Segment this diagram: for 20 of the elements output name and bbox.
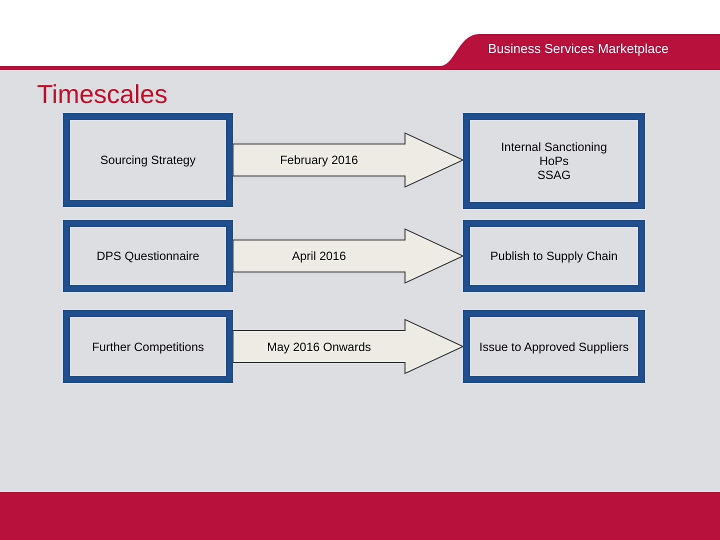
- block-arrow: [232, 228, 464, 284]
- box-text: Issue to Approved Suppliers: [479, 340, 629, 354]
- edge-label: February 2016: [280, 153, 358, 167]
- box-text: DPS Questionnaire: [96, 249, 200, 263]
- process-box: [63, 113, 233, 207]
- box-text: Further Competitions: [92, 340, 204, 354]
- process-box: [463, 310, 645, 383]
- header-text: Business Services Marketplace: [488, 41, 669, 56]
- edge-label: April 2016: [292, 249, 346, 263]
- process-box: [63, 220, 233, 292]
- slide-title: Timescales: [37, 79, 168, 110]
- box-text: Publish to Supply Chain: [490, 249, 618, 263]
- box-text: SSAG: [537, 168, 571, 182]
- box-text: Sourcing Strategy: [100, 153, 196, 167]
- process-box: [463, 113, 645, 209]
- process-box: [463, 220, 645, 292]
- box-text: Internal Sanctioning: [500, 140, 608, 154]
- box-text: HoPs: [539, 154, 569, 168]
- edge-label: May 2016 Onwards: [266, 340, 372, 354]
- process-box: [63, 310, 233, 383]
